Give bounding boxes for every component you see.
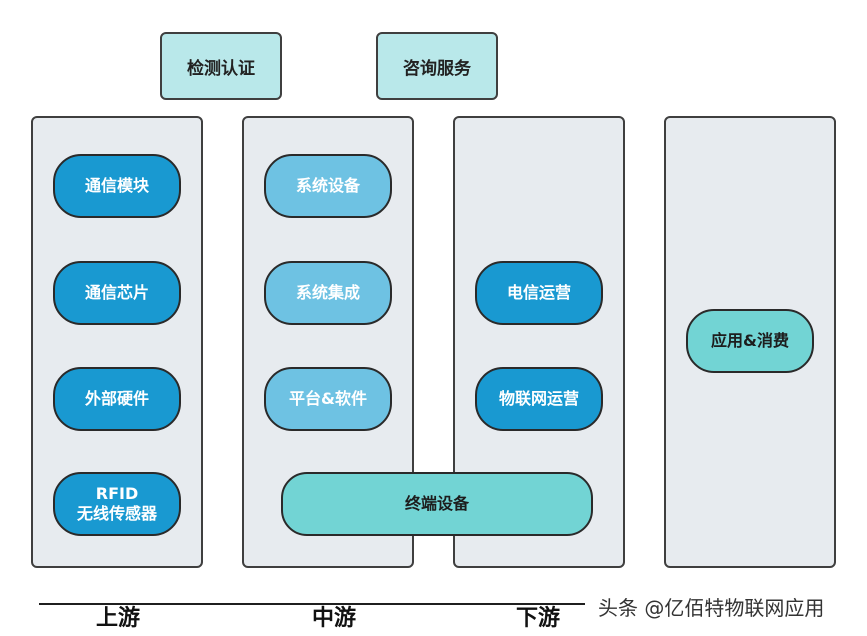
downstream-panel	[453, 116, 625, 568]
consulting-service-box: 咨询服务	[376, 32, 498, 100]
upstream-label: 上游	[96, 606, 141, 631]
downstream-label: 下游	[516, 606, 561, 631]
testing-certification-box: 检测认证	[160, 32, 282, 100]
external-hardware-node: 外部硬件	[53, 367, 181, 431]
midstream-label: 中游	[312, 606, 357, 631]
watermark-text: 头条 @亿佰特物联网应用	[598, 596, 825, 620]
communication-module-node: 通信模块	[53, 154, 181, 218]
stage-baseline	[39, 603, 585, 605]
telecom-operation-node: 电信运营	[475, 261, 603, 325]
application-consumption-node: 应用&消费	[686, 309, 814, 373]
system-integration-node: 系统集成	[264, 261, 392, 325]
iot-operation-node: 物联网运营	[475, 367, 603, 431]
communication-chip-node: 通信芯片	[53, 261, 181, 325]
rfid-wireless-sensor-node: RFID 无线传感器	[53, 472, 181, 536]
terminal-device-node: 终端设备	[281, 472, 593, 536]
platform-software-node: 平台&软件	[264, 367, 392, 431]
system-device-node: 系统设备	[264, 154, 392, 218]
